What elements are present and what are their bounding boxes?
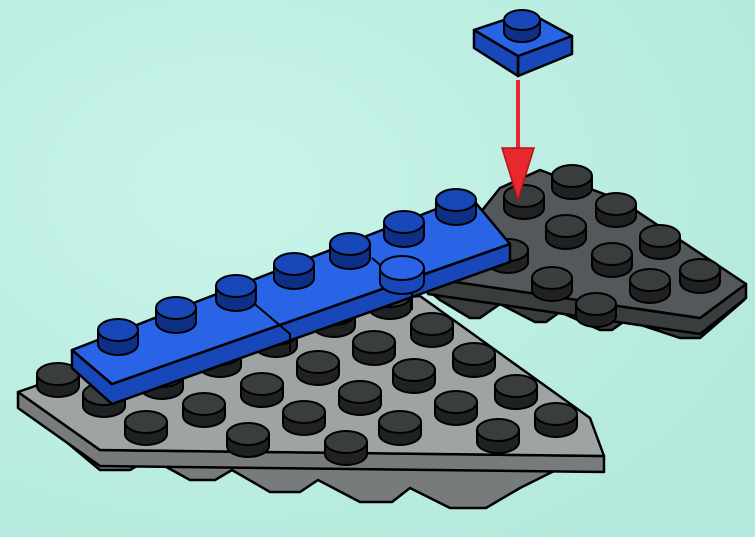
stud bbox=[380, 256, 424, 294]
stud bbox=[552, 165, 592, 199]
stud bbox=[435, 391, 477, 425]
stud bbox=[227, 423, 269, 457]
stud bbox=[680, 259, 720, 293]
stud bbox=[535, 403, 577, 437]
stud bbox=[592, 243, 632, 277]
tile-stud bbox=[504, 10, 540, 42]
stud bbox=[596, 193, 636, 227]
stud bbox=[297, 351, 339, 385]
stud bbox=[216, 275, 256, 311]
stud bbox=[576, 293, 616, 327]
stud bbox=[532, 267, 572, 301]
stud bbox=[125, 411, 167, 445]
stud bbox=[330, 233, 370, 269]
stud bbox=[640, 225, 680, 259]
stud bbox=[393, 359, 435, 393]
stud bbox=[241, 373, 283, 407]
stud bbox=[325, 431, 367, 465]
stud bbox=[339, 381, 381, 415]
stud bbox=[411, 313, 453, 347]
stud bbox=[98, 319, 138, 355]
stud bbox=[156, 297, 196, 333]
stud bbox=[183, 393, 225, 427]
stud bbox=[379, 411, 421, 445]
stud bbox=[504, 185, 544, 219]
stud bbox=[504, 10, 540, 42]
stud bbox=[453, 343, 495, 377]
stud bbox=[630, 269, 670, 303]
stud bbox=[477, 419, 519, 453]
stud bbox=[436, 189, 476, 225]
stud bbox=[274, 253, 314, 289]
stud bbox=[283, 401, 325, 435]
stud bbox=[353, 331, 395, 365]
stud bbox=[546, 215, 586, 249]
stud bbox=[384, 211, 424, 247]
stud bbox=[495, 375, 537, 409]
